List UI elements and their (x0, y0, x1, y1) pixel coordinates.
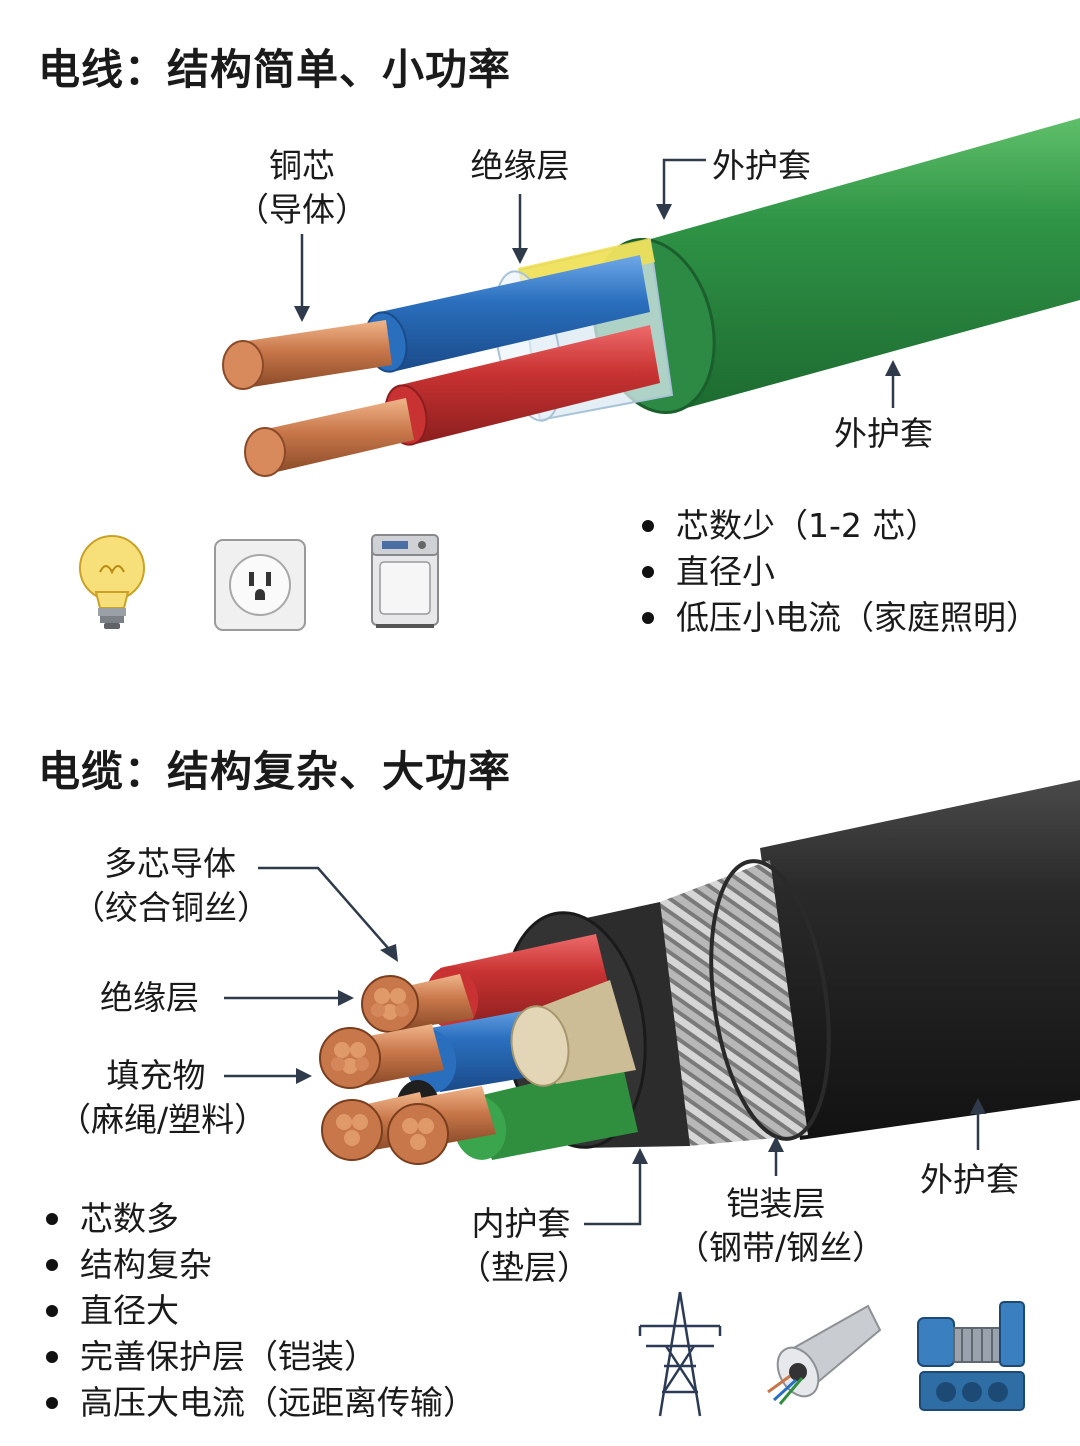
list-item: 完善保护层（铠装） (46, 1334, 476, 1380)
list-item: 低压小电流（家庭照明） (642, 595, 1039, 641)
cable-label-armor: 铠装层 （钢带/钢丝） (676, 1182, 886, 1269)
wire-label-copper-core-line2: （导体） (236, 189, 368, 229)
cable-filler (510, 980, 636, 1087)
wire-label-copper-core: 铜芯 （导体） (234, 144, 370, 231)
list-item: 高压大电流（远距离传输） (46, 1380, 476, 1426)
cable-label-inner-sheath: 内护套 （垫层） (458, 1202, 590, 1289)
wire-label-sheath-bottom: 外护套 (834, 414, 933, 453)
cable-label-armor-line2: （钢带/钢丝） (676, 1227, 886, 1267)
cable-label-multi-core: 多芯导体 （绞合铜丝） (72, 842, 270, 929)
cable-feature-list: 芯数多 结构复杂 直径大 完善保护层（铠装） 高压大电流（远距离传输） (46, 1196, 476, 1426)
list-item: 结构复杂 (46, 1242, 476, 1288)
cable-callout-arrows (224, 866, 986, 1226)
cable-label-multi-core-line2: （绞合铜丝） (72, 887, 270, 927)
washing-machine-icon (371, 534, 439, 628)
cable-label-inner-sheath-line1: 内护套 (471, 1204, 571, 1243)
list-item: 芯数多 (46, 1196, 476, 1242)
cable-label-armor-line1: 铠装层 (726, 1184, 826, 1223)
cable-label-filler-line1: 填充物 (106, 1056, 206, 1095)
list-item: 芯数少（1-2 芯） (642, 503, 1039, 549)
list-item: 直径大 (46, 1288, 476, 1334)
transmission-tower-icon (638, 1291, 722, 1417)
cable-label-outer-sheath: 外护套 (920, 1160, 1019, 1199)
wire-copper-core-top (222, 320, 392, 390)
cable-section-title: 电缆：结构复杂、大功率 (38, 747, 512, 796)
wire-label-copper-core-line1: 铜芯 (269, 146, 335, 185)
cable-stranded-copper-middle (319, 1024, 444, 1089)
cable-label-insulation: 绝缘层 (100, 978, 199, 1017)
wire-section-title: 电线：结构简单、小功率 (38, 45, 512, 94)
wire-label-sheath-top: 外护套 (712, 146, 811, 185)
wire-feature-list: 芯数少（1-2 芯） 直径小 低压小电流（家庭照明） (642, 503, 1039, 641)
wire-label-insulation: 绝缘层 (470, 146, 570, 185)
cable-stranded-copper-bottom (321, 1086, 496, 1165)
cable-armor-layer (652, 859, 831, 1146)
cable-label-filler-line2: （麻绳/塑料） (58, 1099, 268, 1139)
power-outlet-icon (214, 539, 306, 631)
wire-callout-arrows (294, 158, 901, 408)
wire-copper-core-bottom (244, 398, 414, 477)
cable-label-multi-core-line1: 多芯导体 (104, 844, 236, 883)
light-bulb-icon (79, 535, 145, 629)
cable-conduit-icon (767, 1304, 882, 1405)
list-item: 直径小 (642, 549, 1039, 595)
cable-outer-sheath (760, 780, 1080, 1140)
winch-machine-icon (917, 1301, 1025, 1411)
cable-stranded-copper-top (361, 974, 474, 1033)
cable-label-inner-sheath-line2: （垫层） (458, 1247, 590, 1287)
cable-label-filler: 填充物 （麻绳/塑料） (58, 1054, 268, 1141)
